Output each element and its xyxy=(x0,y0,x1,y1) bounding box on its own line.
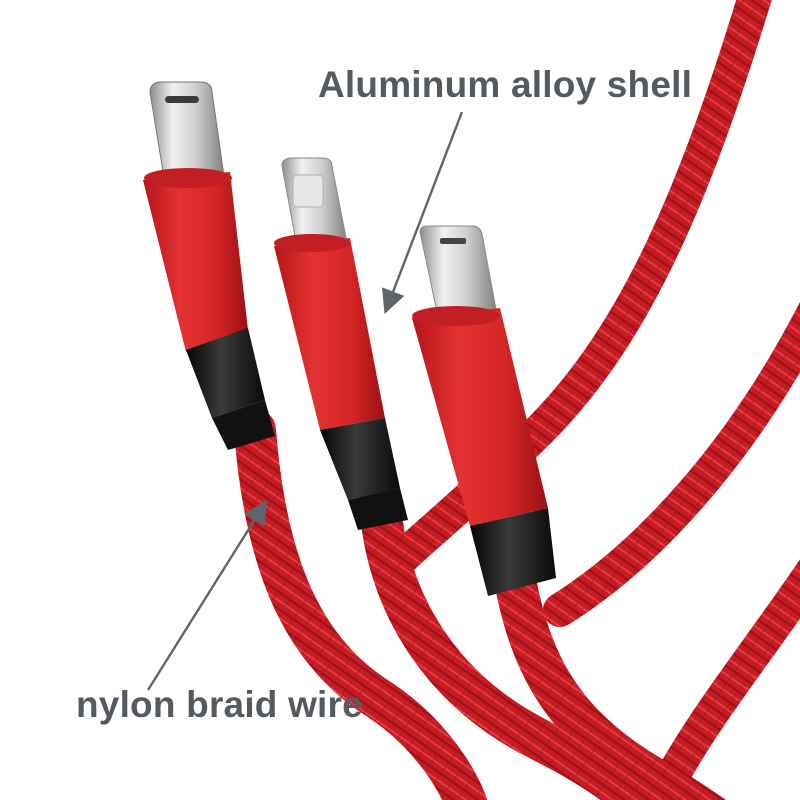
micro-usb-plug-icon xyxy=(412,225,556,596)
braided-cable-strand xyxy=(643,559,800,800)
shell-pointer-arrow xyxy=(381,111,464,314)
braid-pointer-arrow xyxy=(146,499,268,691)
shell-callout-label: Aluminum alloy shell xyxy=(318,64,693,105)
braided-cable-lightning xyxy=(359,479,662,800)
braid-callout-label: nylon braid wire xyxy=(76,684,363,725)
braided-cable-strand xyxy=(383,0,772,577)
braided-cable-usbc xyxy=(234,409,488,800)
lightning-plug-icon xyxy=(274,157,408,530)
usb-c-plug-icon xyxy=(143,81,275,450)
braided-cable-micro xyxy=(494,559,727,800)
braided-cable-strand xyxy=(543,301,800,627)
